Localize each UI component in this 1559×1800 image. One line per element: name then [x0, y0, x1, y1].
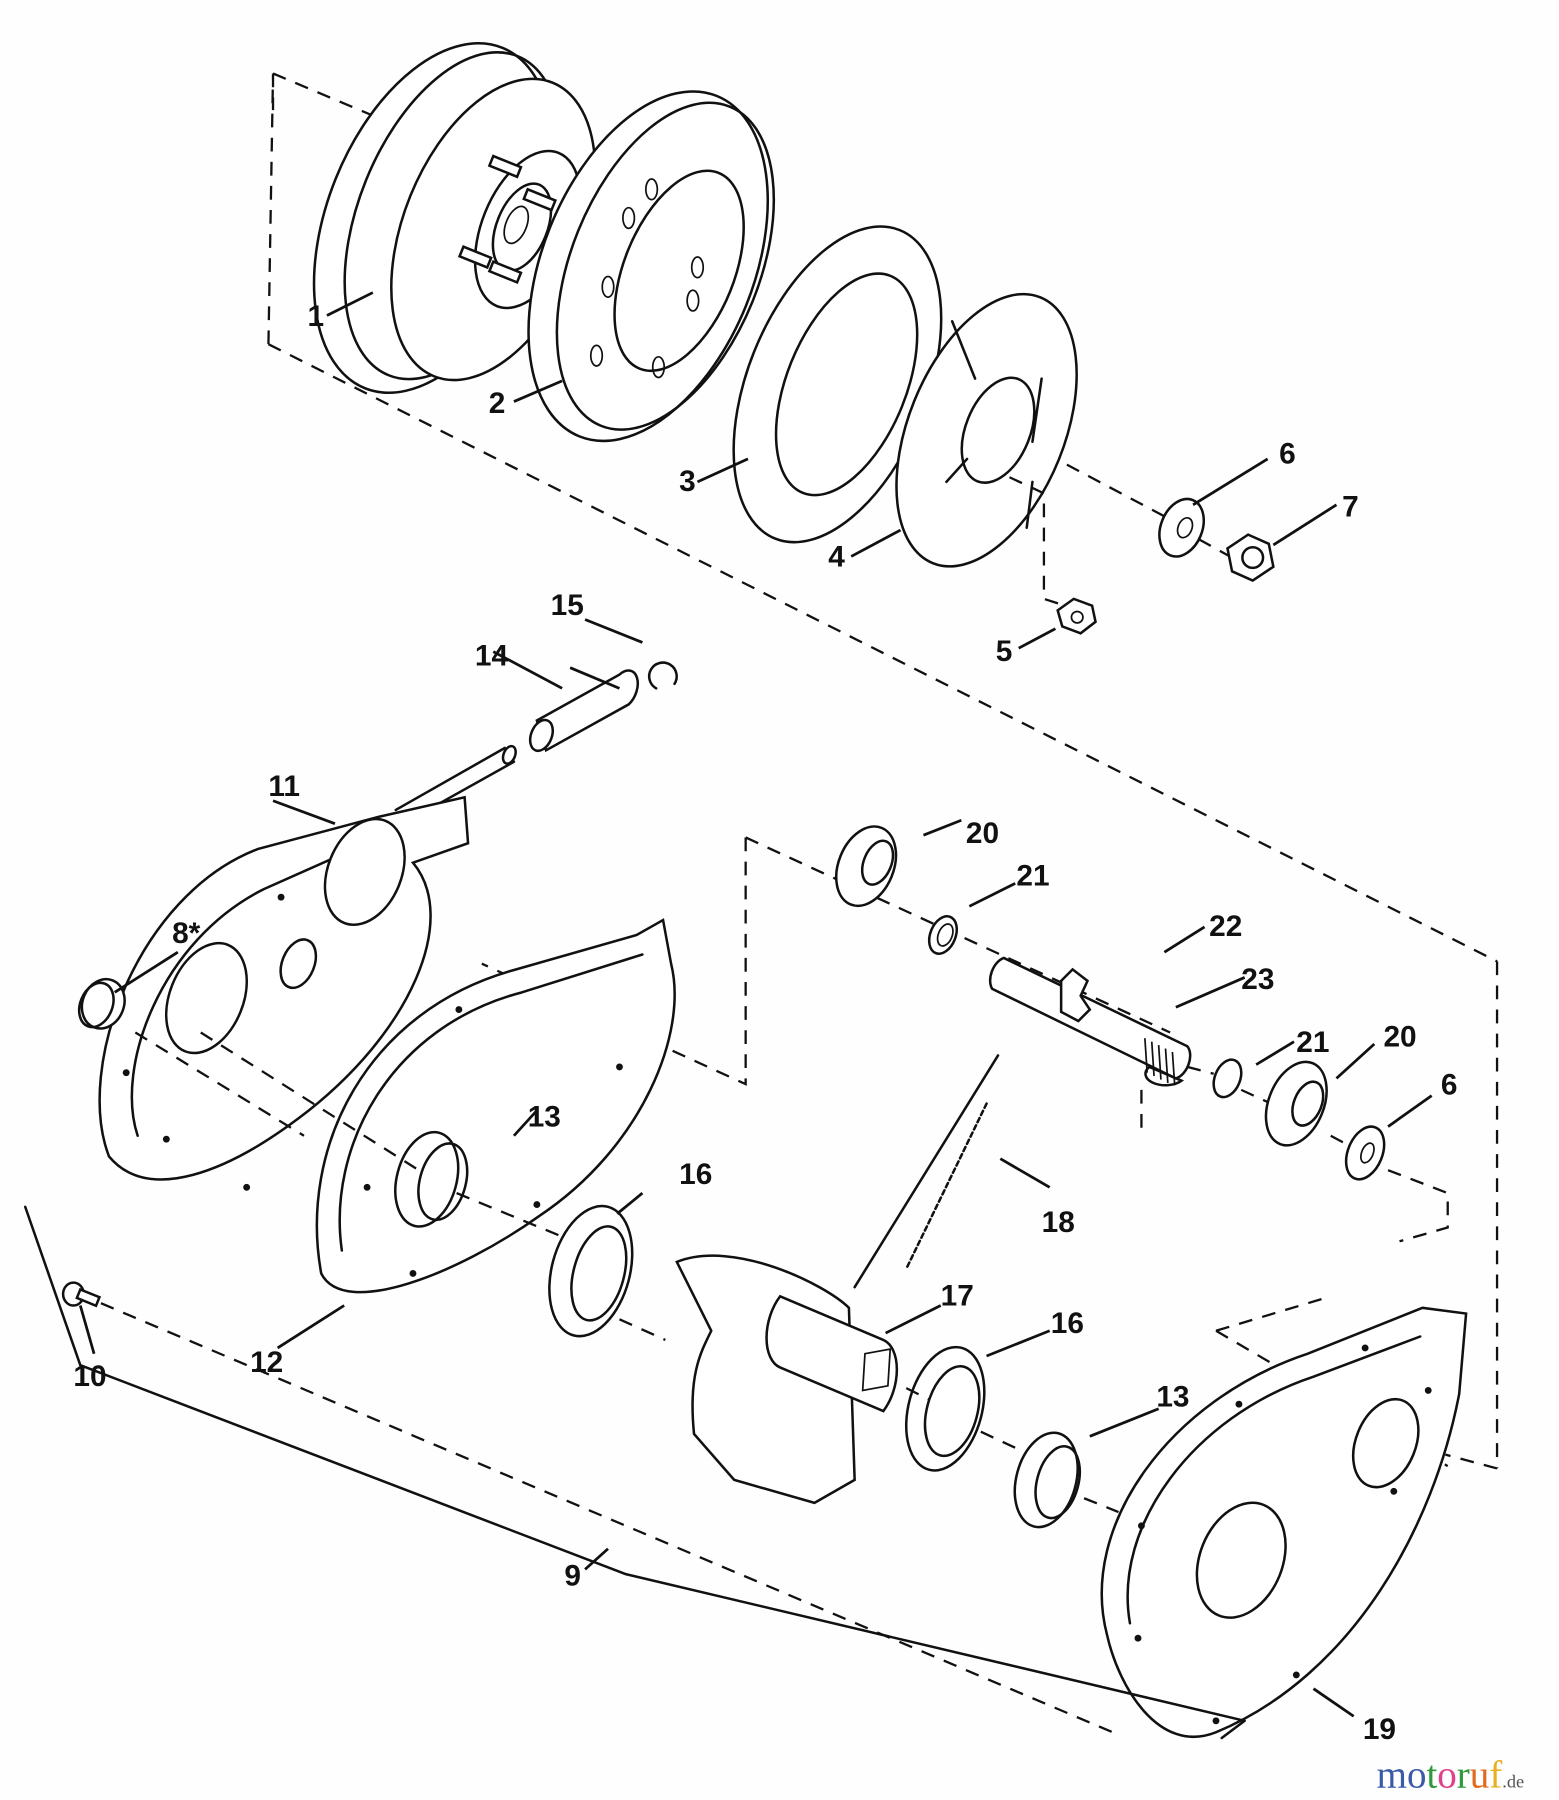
part-23-drive-shaft — [988, 956, 1192, 1086]
callout-13b: 13 — [1156, 1380, 1189, 1413]
callout-1: 1 — [307, 300, 324, 333]
callout-2: 2 — [489, 387, 506, 420]
wm-letter: t — [1426, 1753, 1437, 1796]
part-20a-bearing — [835, 825, 898, 908]
callout-labels: 1 2 3 4 5 6 7 8* 9 10 11 12 13 14 15 16 … — [73, 300, 1457, 1746]
watermark-logo: motoruf.de — [1377, 1753, 1525, 1796]
part-15-retaining-ring — [647, 661, 678, 690]
part-13a-needle-bearing — [200, 1031, 469, 1228]
callout-14: 14 — [475, 639, 509, 672]
callout-4: 4 — [828, 541, 845, 574]
callout-16b: 16 — [1051, 1307, 1084, 1340]
part-14-bushing — [528, 669, 639, 753]
part-17-sprocket-hub — [675, 1054, 1000, 1505]
wm-letter: r — [1457, 1753, 1470, 1796]
leader-lines — [78, 291, 1433, 1718]
callout-16a: 16 — [679, 1158, 712, 1191]
callout-9: 9 — [564, 1559, 581, 1592]
callout-6: 6 — [1279, 438, 1296, 471]
callout-23: 23 — [1241, 963, 1274, 996]
callout-21a: 21 — [1016, 860, 1049, 893]
wm-letter: o — [1437, 1753, 1457, 1796]
callout-20a: 20 — [966, 817, 999, 850]
part-7-hex-nut — [1198, 533, 1275, 582]
part-2-drum-plate — [527, 90, 776, 443]
svg-text:motoruf.de: motoruf.de — [1377, 1753, 1525, 1796]
part-5-nut — [1009, 476, 1097, 635]
callout-12: 12 — [250, 1346, 283, 1379]
wm-letter: f — [1489, 1753, 1502, 1796]
part-13b-needle-bearing — [1013, 1431, 1119, 1529]
part-16a-seal — [456, 1192, 666, 1341]
callout-22: 22 — [1209, 910, 1242, 943]
callout-17: 17 — [941, 1280, 974, 1313]
callout-21b: 21 — [1296, 1026, 1329, 1059]
part-20b-bearing — [1264, 1060, 1328, 1147]
part-18-chain — [905, 1102, 988, 1271]
part-16b-seal — [904, 1345, 1016, 1472]
shaft-arm — [394, 744, 517, 823]
callout-11: 11 — [268, 770, 300, 803]
stud-bolts — [457, 154, 557, 284]
callout-6b: 6 — [1441, 1068, 1458, 1101]
callout-15: 15 — [551, 589, 584, 622]
wm-letter: m — [1377, 1753, 1407, 1796]
callout-13a: 13 — [528, 1101, 561, 1134]
wm-suffix: .de — [1502, 1771, 1524, 1791]
callout-7: 7 — [1342, 490, 1359, 523]
part-21b-ring — [1187, 1058, 1272, 1105]
callout-20b: 20 — [1383, 1020, 1416, 1053]
callout-19: 19 — [1363, 1713, 1396, 1746]
part-21a-ring — [927, 915, 959, 955]
callout-3: 3 — [679, 465, 696, 498]
assembly-9-bracket — [23, 1205, 1246, 1740]
part-6-washer — [1066, 463, 1206, 558]
part-19-outer-housing — [1100, 1306, 1468, 1739]
callout-8: 8* — [172, 917, 201, 950]
callout-18: 18 — [1042, 1206, 1075, 1239]
wm-letter: u — [1470, 1753, 1490, 1796]
part-8-plug — [77, 977, 305, 1137]
wm-letter: o — [1407, 1753, 1427, 1796]
part-4-slotted-plate — [895, 292, 1078, 568]
part-10-bolt — [61, 1281, 1114, 1734]
part-3-friction-disc — [732, 225, 943, 544]
part-6b-washer — [1330, 1125, 1449, 1243]
callout-5: 5 — [996, 635, 1013, 668]
callout-10: 10 — [73, 1360, 106, 1393]
